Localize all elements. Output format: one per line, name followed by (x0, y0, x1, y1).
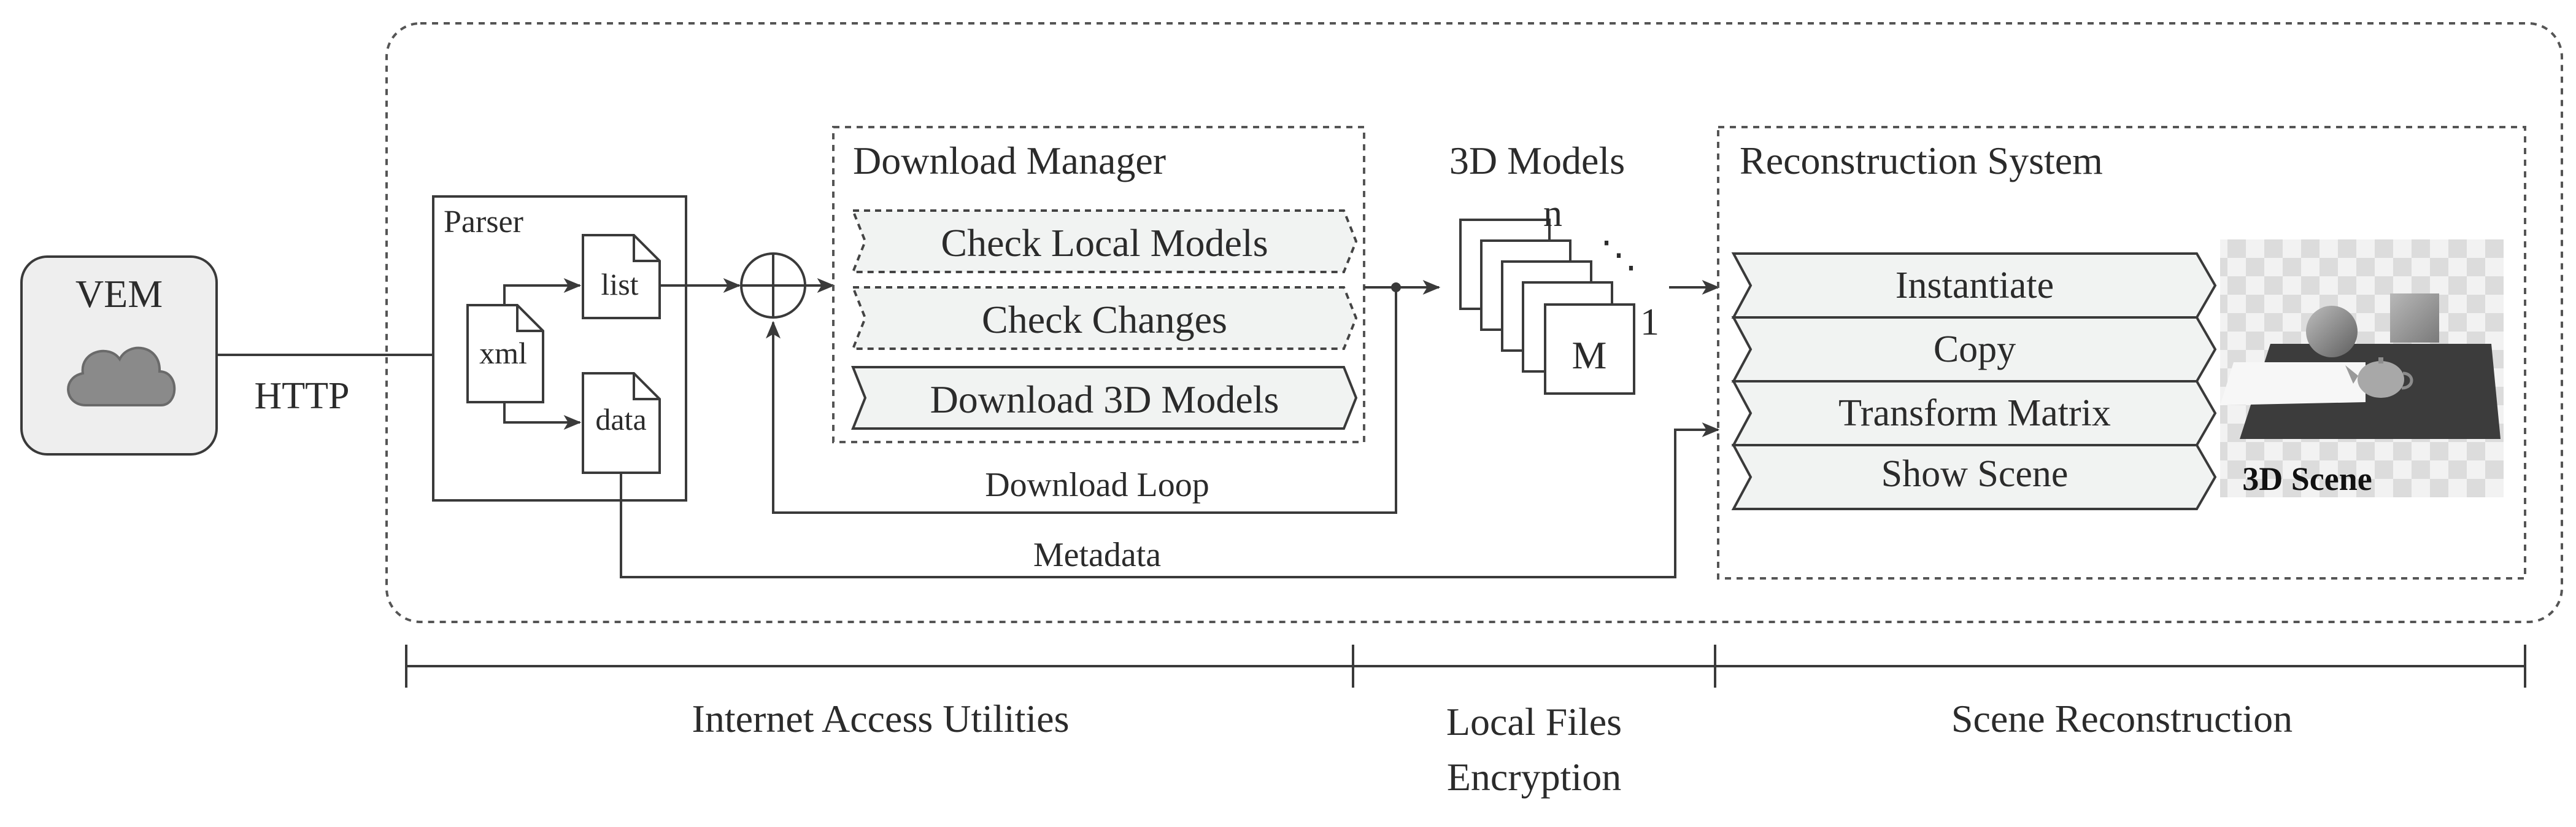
step-show-scene (1731, 444, 2217, 510)
phase-local-files-line1: Local Files (1446, 700, 1622, 744)
models-top-index: n (1543, 193, 1562, 235)
data-label: data (595, 402, 646, 437)
models-bottom-index: 1 (1640, 301, 1659, 343)
phase-internet-access-utilities: Internet Access Utilities (692, 697, 1070, 740)
step-instantiate-label: Instantiate (1895, 265, 2054, 306)
step-check-local-models-label: Check Local Models (941, 221, 1268, 265)
reconstruction-title: Reconstruction System (1740, 139, 2103, 182)
metadata-path (620, 422, 1720, 578)
download-loop-label: Download Loop (985, 466, 1209, 504)
parser-block: Parser xml list data (432, 195, 687, 502)
system-boundary (385, 22, 2563, 623)
reconstruction-system: Reconstruction System Instantiate Copy T… (1717, 126, 2526, 580)
step-transform-matrix-label: Transform Matrix (1838, 392, 2111, 434)
step-copy-label: Copy (1934, 328, 2016, 370)
metadata-label: Metadata (1033, 536, 1161, 574)
scene-label: 3D Scene (2242, 460, 2372, 497)
list-label: list (601, 267, 638, 301)
xml-document-icon (466, 304, 544, 403)
model-card-label: M (1572, 333, 1607, 377)
vem-block: VEM (20, 255, 218, 456)
xml-label: xml (479, 336, 527, 370)
cloud-icon (67, 346, 176, 406)
download-loop-path (766, 287, 1397, 514)
phase-scene-reconstruction: Scene Reconstruction (1951, 697, 2293, 740)
download-manager-title: Download Manager (853, 139, 1166, 182)
http-label: HTTP (255, 375, 350, 417)
phase-timeline: Internet Access Utilities Local Files En… (405, 645, 2526, 799)
models-ellipsis: ⋱ (1600, 235, 1637, 275)
parser-title: Parser (444, 204, 523, 239)
step-show-scene-label: Show Scene (1881, 453, 2069, 495)
step-download-3d-models (851, 366, 1358, 430)
list-document-icon (582, 234, 661, 319)
vem-label: VEM (75, 272, 163, 316)
step-check-changes-label: Check Changes (982, 298, 1227, 341)
models-title: 3D Models (1449, 139, 1625, 182)
step-check-changes (851, 286, 1358, 350)
step-check-local-models (851, 209, 1358, 273)
data-document-icon (582, 372, 661, 474)
phase-local-files-line2: Encryption (1447, 755, 1621, 799)
models-stack: 3D Models n ⋱ 1 M (1449, 139, 1659, 395)
download-manager: Download Manager Check Local Models Chec… (832, 126, 1365, 443)
summing-junction (740, 252, 806, 319)
scene-render (2220, 239, 2504, 497)
step-download-3d-models-label: Download 3D Models (930, 378, 1279, 421)
